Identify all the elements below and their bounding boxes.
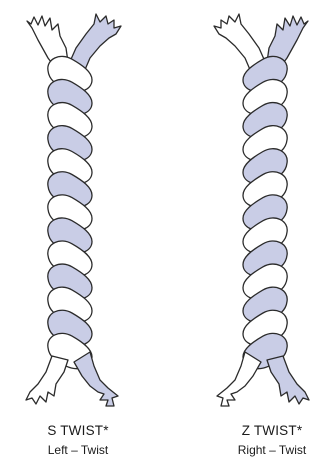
z-twist-title: Z TWIST* <box>197 422 335 439</box>
z-twist-caption: Z TWIST* Right – Twist <box>197 422 335 458</box>
frayed-strand-bottom-left <box>267 356 309 404</box>
z-twist-rope-illustration <box>203 0 327 420</box>
frayed-strand-bottom-left <box>26 356 68 404</box>
s-twist-subtitle: Left – Twist <box>3 442 153 458</box>
frayed-strand-bottom-right <box>74 352 118 406</box>
s-twist-title: S TWIST* <box>3 422 153 439</box>
frayed-strand-bottom-right <box>217 352 261 406</box>
z-twist-subtitle: Right – Twist <box>197 442 335 458</box>
s-twist-rope-illustration <box>8 0 132 420</box>
s-twist-caption: S TWIST* Left – Twist <box>3 422 153 458</box>
